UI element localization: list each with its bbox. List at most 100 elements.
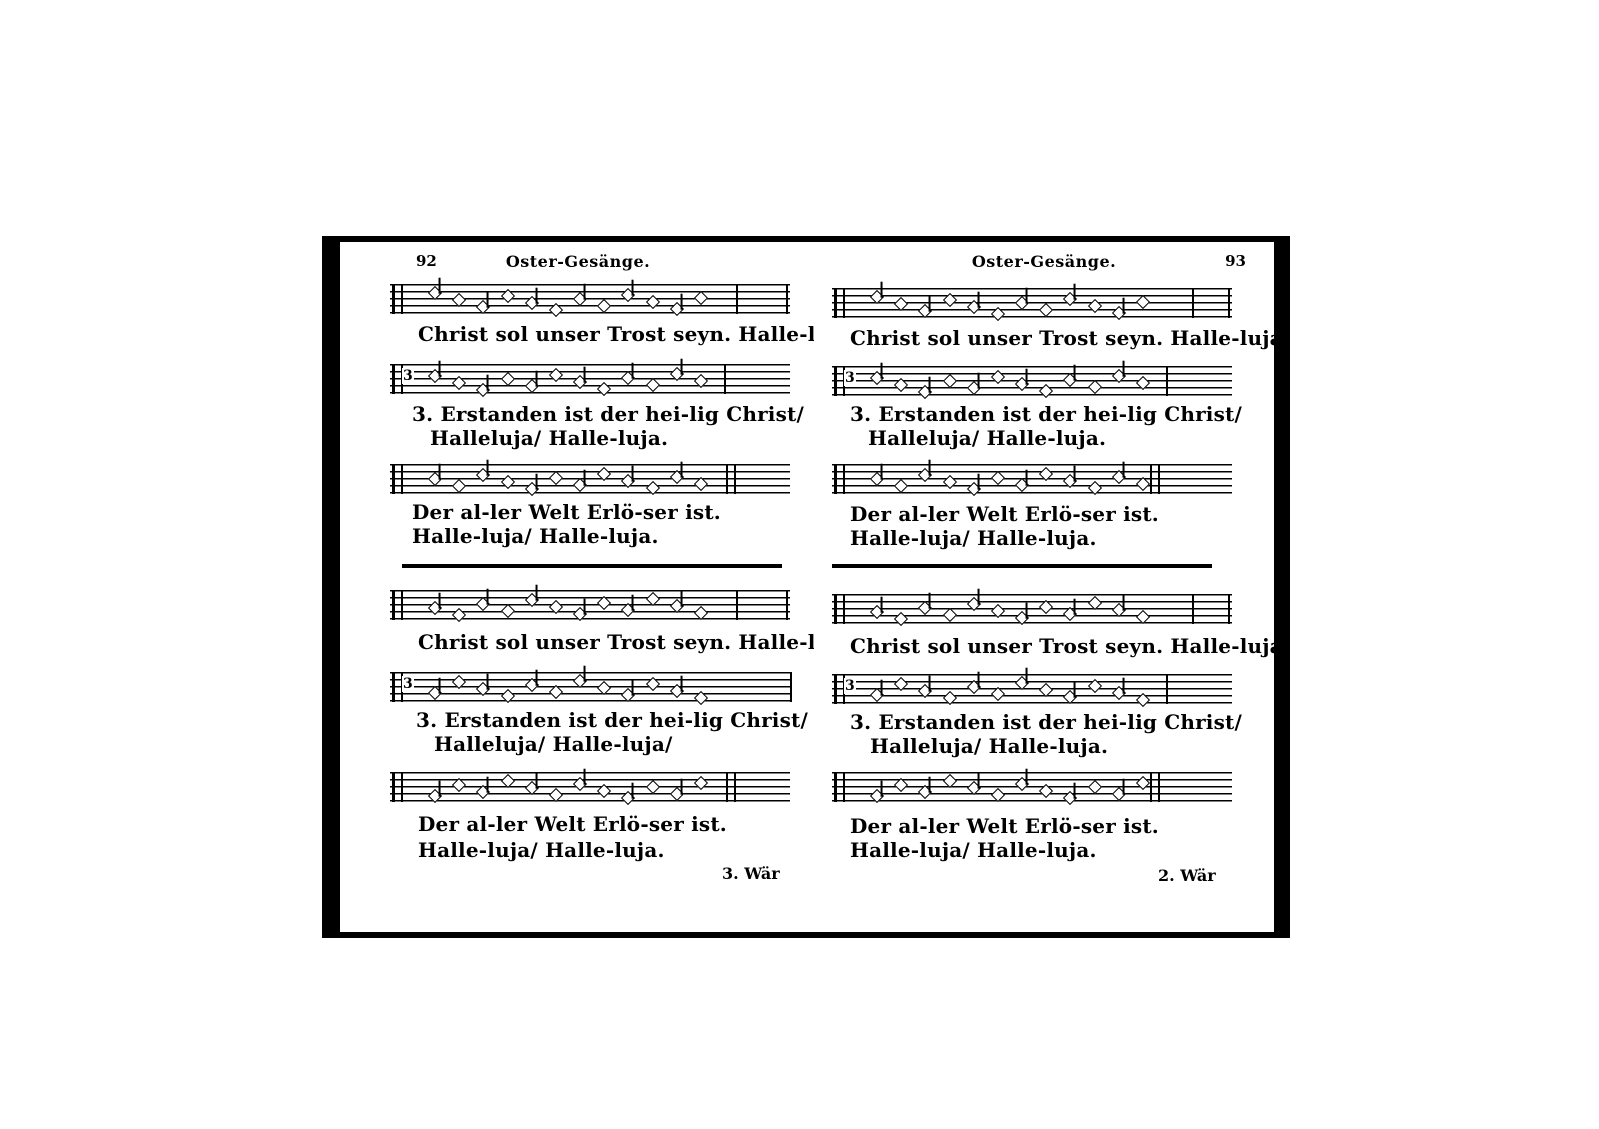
note-head bbox=[918, 683, 933, 699]
lyric-line: Der al-ler Welt Erlö-ser ist. bbox=[850, 502, 1159, 526]
lyric-line: Der al-ler Welt Erlö-ser ist. bbox=[418, 812, 727, 836]
note-head bbox=[1063, 689, 1078, 705]
barline bbox=[734, 464, 736, 494]
barline bbox=[1166, 674, 1168, 704]
barline bbox=[786, 590, 788, 620]
note-head bbox=[1087, 379, 1102, 395]
note-head bbox=[990, 369, 1005, 385]
note-head bbox=[1063, 473, 1078, 489]
note-head bbox=[942, 773, 957, 789]
barline bbox=[1228, 288, 1230, 318]
note-head bbox=[894, 777, 909, 793]
meter-mark: 3 bbox=[402, 676, 414, 692]
lyric-line: 3. Erstanden ist der hei-lig Christ/ bbox=[416, 708, 809, 732]
lyric-line: Christ sol unser Trost seyn. Halle-luja. bbox=[418, 322, 816, 346]
note-head bbox=[918, 600, 933, 616]
page-number: 92 bbox=[416, 252, 437, 270]
note-head bbox=[1039, 383, 1054, 399]
running-head: 92 Oster-Gesänge. bbox=[340, 252, 816, 274]
note-head bbox=[500, 773, 515, 789]
note-head bbox=[894, 676, 909, 692]
note-head bbox=[869, 370, 885, 386]
note-head bbox=[669, 366, 684, 382]
note-head bbox=[1111, 602, 1126, 618]
note-head bbox=[597, 680, 612, 696]
barline bbox=[726, 464, 728, 494]
barline bbox=[1150, 772, 1152, 802]
note-head bbox=[990, 306, 1005, 322]
note-head bbox=[669, 301, 684, 317]
note-head bbox=[500, 688, 515, 704]
note-head bbox=[1014, 610, 1030, 626]
lyric-line: Halleluja/ Halle-luja. bbox=[430, 426, 669, 450]
clef-sign bbox=[392, 464, 403, 494]
note-head bbox=[894, 478, 909, 494]
note-head bbox=[427, 368, 443, 384]
note-head bbox=[1135, 375, 1150, 391]
note-head bbox=[1135, 294, 1150, 310]
note-head bbox=[572, 606, 588, 622]
note-head bbox=[1111, 305, 1126, 321]
lyric-line: Christ sol unser Trost seyn. Halle-luja. bbox=[850, 634, 1274, 658]
note-head bbox=[1014, 376, 1030, 392]
note-head bbox=[1063, 790, 1078, 806]
note-head bbox=[500, 603, 515, 619]
note-head bbox=[1014, 295, 1030, 311]
note-head bbox=[1014, 776, 1030, 792]
note-head bbox=[621, 370, 636, 386]
note-head bbox=[645, 591, 660, 607]
music-staff: 3 bbox=[832, 366, 1232, 400]
note-head bbox=[693, 476, 708, 492]
note-head bbox=[894, 296, 909, 312]
note-head bbox=[1135, 775, 1150, 791]
note-head bbox=[524, 780, 539, 796]
note-head bbox=[548, 787, 563, 803]
open-book: 92 Oster-Gesänge. Christ sol unser Trost… bbox=[322, 236, 1290, 938]
meter-mark: 3 bbox=[844, 370, 856, 386]
barline bbox=[726, 772, 728, 802]
note-head bbox=[990, 603, 1005, 619]
note-head bbox=[597, 298, 612, 314]
left-page: 92 Oster-Gesänge. Christ sol unser Trost… bbox=[340, 242, 816, 932]
note-head bbox=[597, 783, 612, 799]
note-head bbox=[427, 685, 443, 701]
note-head bbox=[869, 788, 885, 804]
note-head bbox=[476, 299, 491, 315]
note-head bbox=[645, 294, 660, 310]
note-head bbox=[918, 467, 933, 483]
barline bbox=[734, 772, 736, 802]
lyric-line: 3. Erstanden ist der hei-lig Christ/ bbox=[850, 402, 1243, 426]
note-head bbox=[1014, 477, 1030, 493]
note-head bbox=[1111, 368, 1126, 384]
music-staff bbox=[390, 590, 790, 623]
lyric-line: Halle-luja/ Halle-luja. bbox=[412, 524, 659, 548]
note-head bbox=[966, 481, 981, 497]
note-head bbox=[669, 598, 684, 614]
clef-sign bbox=[392, 772, 403, 802]
note-head bbox=[966, 596, 981, 612]
music-staff bbox=[390, 772, 790, 806]
lyric-line: Halle-luja/ Halle-luja. bbox=[850, 838, 1097, 862]
note-head bbox=[693, 775, 708, 791]
note-head bbox=[918, 303, 933, 319]
note-head bbox=[869, 604, 885, 620]
note-head bbox=[1063, 291, 1078, 307]
note-head bbox=[597, 381, 612, 397]
note-head bbox=[621, 473, 636, 489]
note-head bbox=[1039, 302, 1054, 318]
note-head bbox=[942, 373, 957, 389]
note-head bbox=[476, 596, 491, 612]
note-head bbox=[669, 683, 684, 699]
note-head bbox=[572, 374, 588, 390]
note-head bbox=[1135, 476, 1150, 492]
catchword: 2. Wär bbox=[1158, 866, 1216, 885]
barline bbox=[786, 284, 788, 314]
note-head bbox=[1135, 609, 1150, 625]
note-head bbox=[452, 674, 467, 690]
music-staff bbox=[832, 772, 1232, 806]
note-head bbox=[990, 787, 1005, 803]
note-head bbox=[548, 684, 563, 700]
lyric-line: Christ sol unser Trost seyn. Halle-luja. bbox=[850, 326, 1274, 350]
note-head bbox=[452, 607, 467, 623]
note-head bbox=[572, 673, 588, 689]
